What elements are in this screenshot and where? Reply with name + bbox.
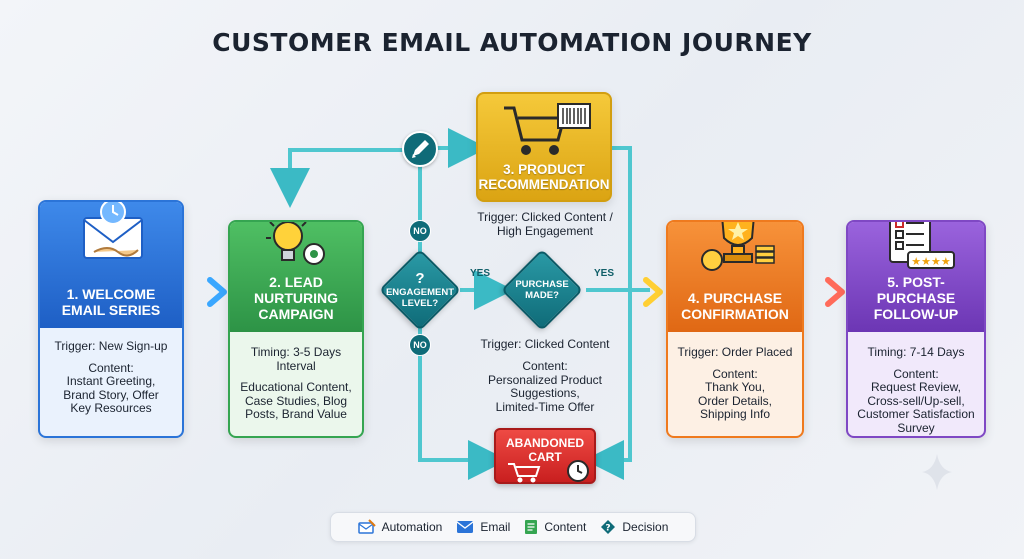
legend-label-content: Content (544, 520, 587, 534)
middle-trigger: Trigger: Clicked Content (480, 337, 610, 351)
yes-label-1: YES (470, 268, 491, 279)
legend: Automation Email Content ? Decision (330, 512, 696, 542)
step-purchase-confirmation: 4. PURCHASE CONFIRMATION Trigger: Order … (666, 220, 804, 438)
svg-text:★★★★: ★★★★ (911, 255, 951, 268)
trophy-coins-icon (701, 222, 775, 271)
step-2-trigger: Timing: 3-5 Days Interval (250, 345, 342, 373)
decision-engagement: ? ENGAGEMENT LEVEL? (378, 248, 462, 332)
legend-item-content: Content (524, 519, 586, 535)
decision-purchase-label: PURCHASE MADE? (515, 279, 569, 301)
cart-clock-icon (508, 460, 589, 483)
step-4-label: 4. PURCHASE CONFIRMATION (681, 290, 789, 322)
step-5-content: Content: Request Review, Cross-sell/Up-s… (857, 366, 975, 435)
step-lead-nurturing: 2. LEAD NURTURING CAMPAIGN Timing: 3-5 D… (228, 220, 364, 438)
step-post-purchase: ★★★★ 5. POST-PURCHASE FOLLOW-UP Timing: … (846, 220, 986, 438)
step-4-content: Content: Thank You, Order Details, Shipp… (697, 366, 773, 421)
cart-barcode-icon (504, 103, 591, 155)
email-icon (456, 521, 474, 533)
content-icon (525, 520, 538, 534)
legend-label-email: Email (480, 520, 511, 534)
sparkle-icon (922, 454, 952, 490)
abandoned-cart-label: ABANDONED CART (506, 436, 584, 464)
decision-purchase: PURCHASE MADE? (500, 248, 584, 332)
legend-label-decision: Decision (622, 520, 669, 534)
survey-checklist-icon: ★★★★ (889, 222, 955, 269)
pencil-icon (412, 140, 429, 158)
page-title: CUSTOMER EMAIL AUTOMATION JOURNEY (212, 28, 812, 57)
step-1-label: 1. WELCOME EMAIL SERIES (61, 286, 161, 318)
step-5-trigger: Timing: 7-14 Days (867, 345, 965, 359)
abandoned-cart-box: ABANDONED CART (494, 428, 596, 484)
step-2-label: 2. LEAD NURTURING CAMPAIGN (254, 274, 338, 322)
decision-icon: ? (601, 520, 616, 534)
decision-engagement-label: ENGAGEMENT LEVEL? (385, 287, 455, 309)
step-1-trigger: Trigger: New Sign-up (54, 339, 168, 353)
automation-icon (357, 519, 376, 534)
legend-label-automation: Automation (381, 520, 443, 534)
step-4-trigger: Trigger: Order Placed (677, 345, 793, 359)
legend-item-decision: ? Decision (600, 519, 668, 535)
step-3-trigger: Trigger: Clicked Content / High Engageme… (477, 210, 613, 238)
middle-content: Content: Personalized Product Suggestion… (487, 359, 603, 414)
step-1-content: Content: Instant Greeting, Brand Story, … (63, 360, 159, 415)
no-bottom-badge: NO (409, 334, 431, 356)
step-5-label: 5. POST-PURCHASE FOLLOW-UP (873, 274, 959, 322)
right-return-line (584, 146, 632, 480)
decision-mark: ? (415, 270, 425, 287)
step-2-content: Educational Content, Case Studies, Blog … (240, 380, 352, 421)
legend-item-automation: Automation (357, 519, 443, 535)
step-product-recommendation: 3. PRODUCT RECOMMENDATION (476, 92, 612, 202)
svg-text:?: ? (606, 524, 611, 534)
loop-connector (288, 148, 420, 198)
yes-label-2: YES (594, 268, 615, 279)
step-3-label: 3. PRODUCT RECOMMENDATION (478, 162, 610, 192)
legend-item-email: Email (456, 520, 510, 534)
automation-node (402, 131, 438, 167)
no-top-badge: NO (409, 220, 431, 242)
no-bottom-line (418, 322, 508, 480)
lightbulb-gear-icon (266, 222, 325, 265)
email-handshake-icon (83, 202, 143, 259)
step-welcome-email: 1. WELCOME EMAIL SERIES Trigger: New Sig… (38, 200, 184, 438)
